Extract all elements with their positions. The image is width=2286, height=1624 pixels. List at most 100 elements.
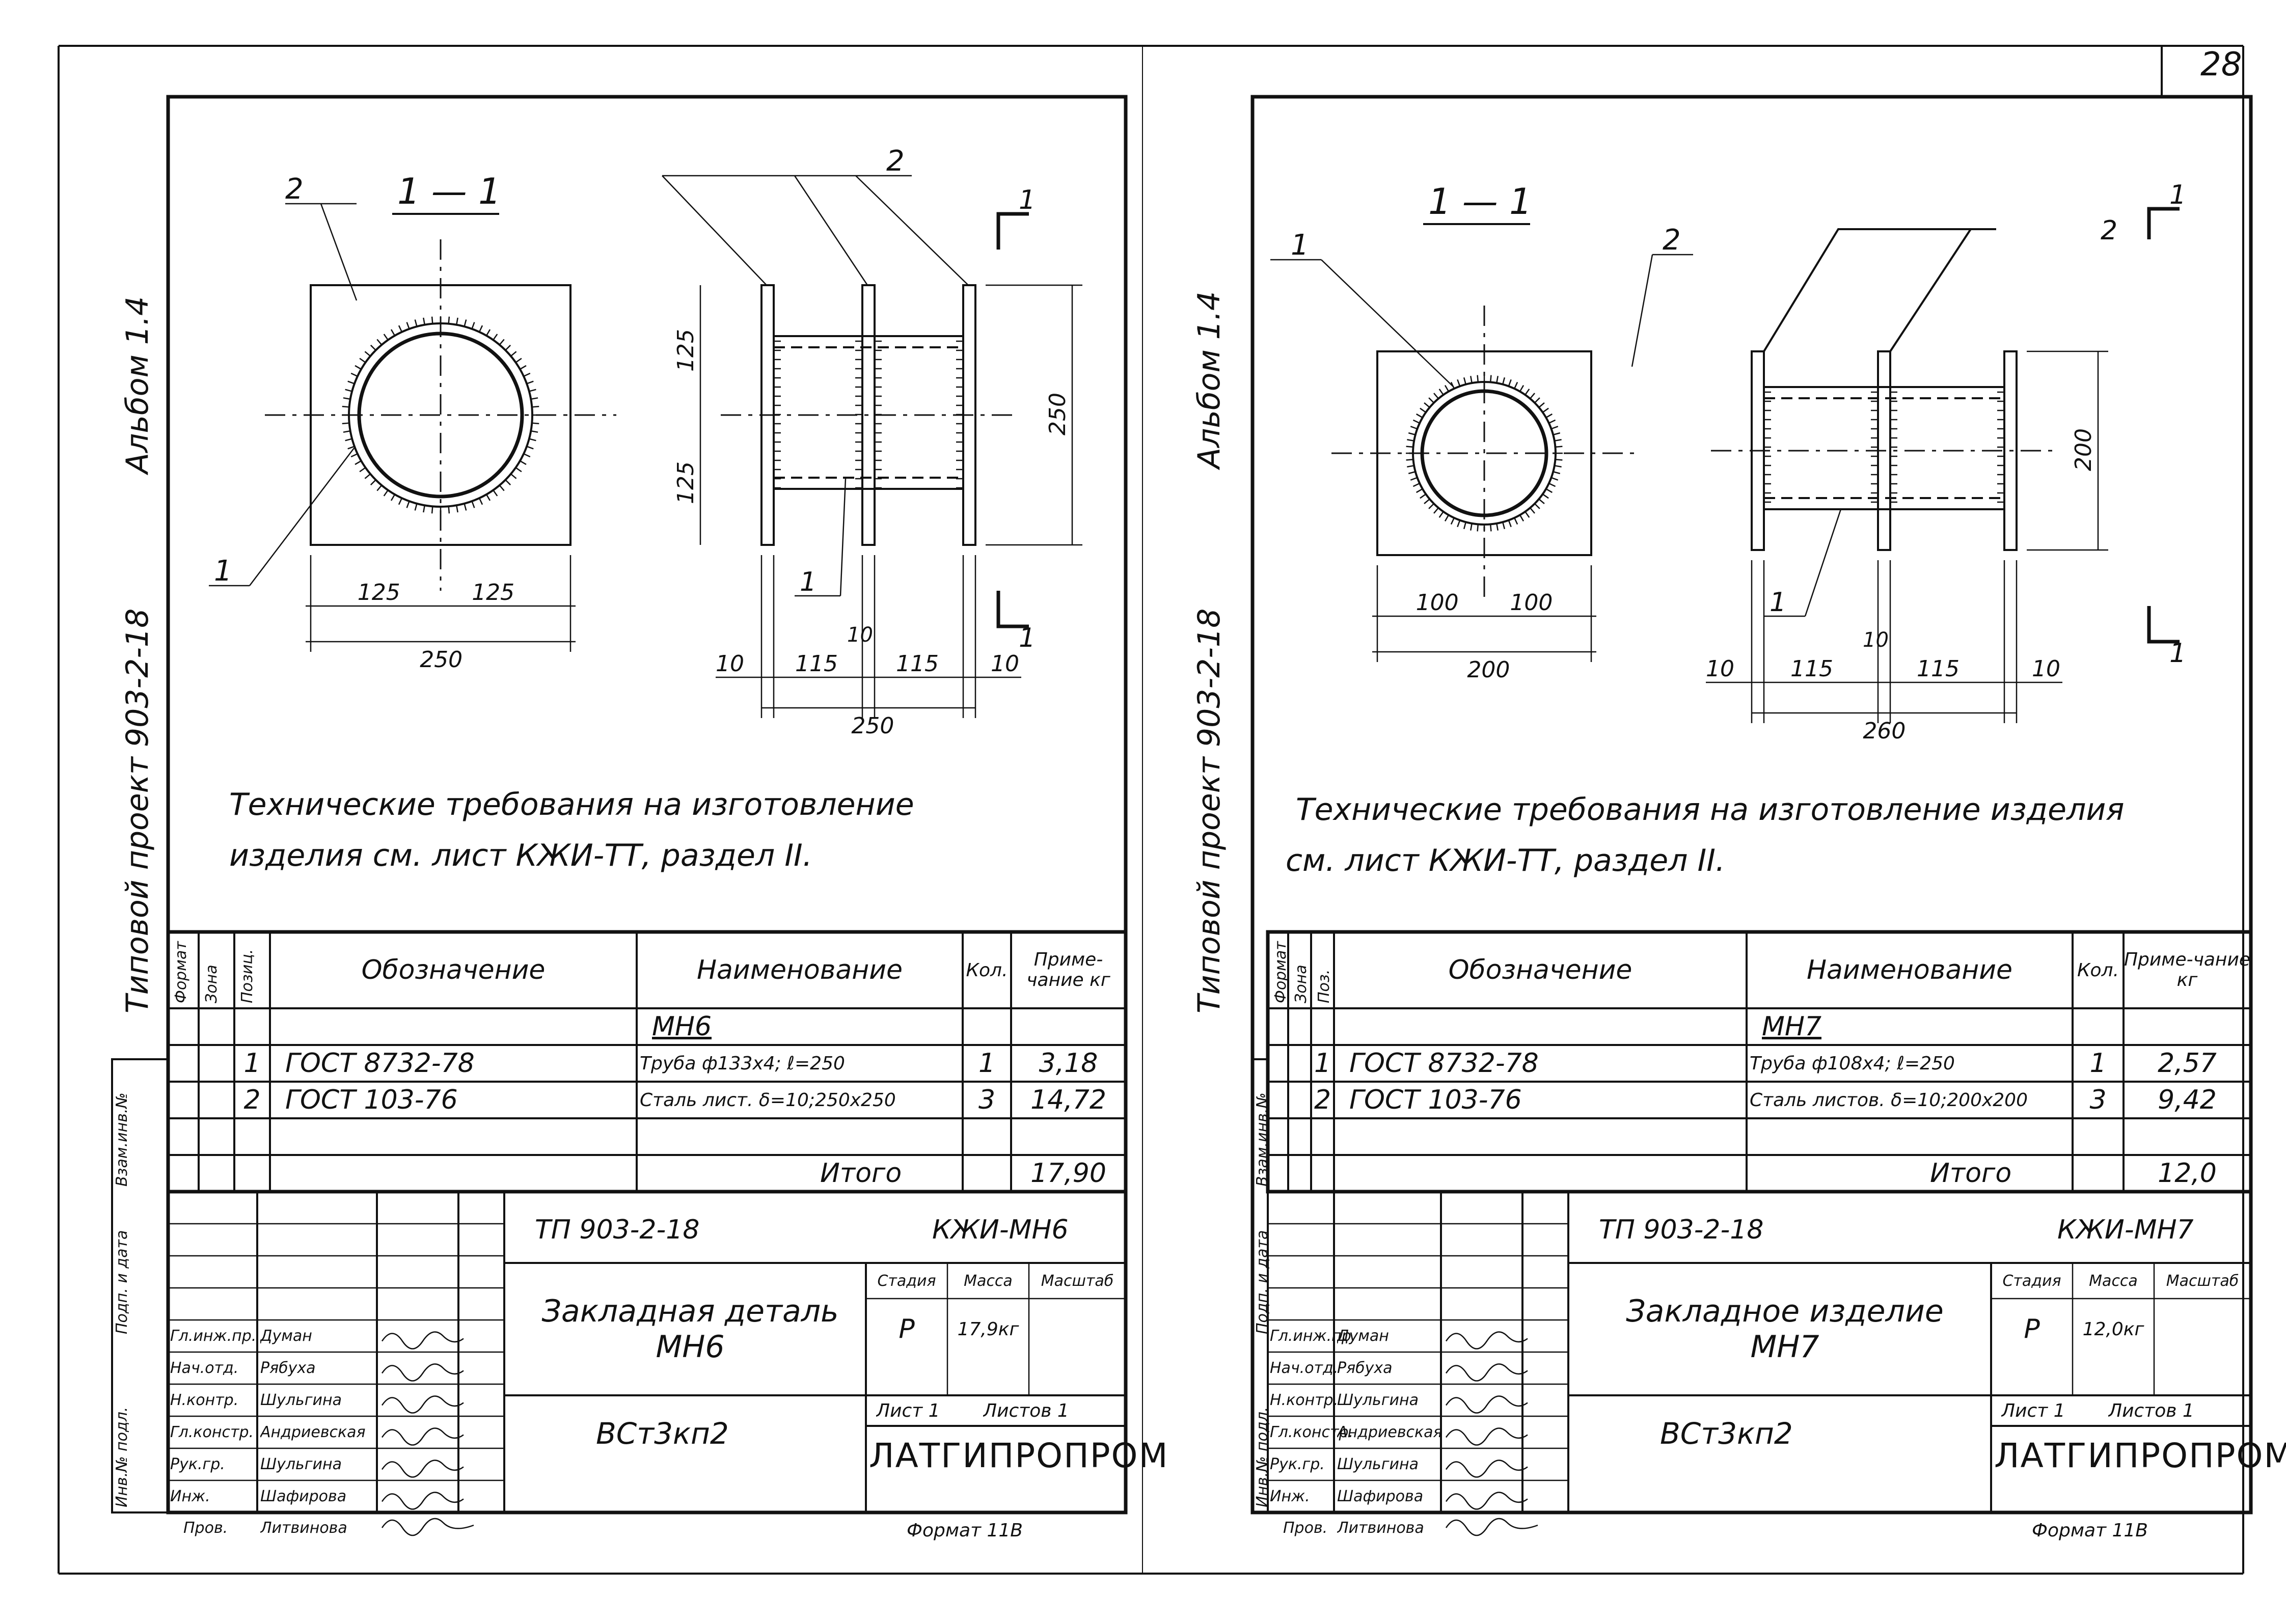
weld-mark <box>355 460 362 465</box>
weld-mark <box>345 389 352 392</box>
weld-mark <box>499 485 505 491</box>
weld-mark <box>342 405 349 408</box>
callout-plate-side: 2 <box>886 145 905 178</box>
left-strip-replace: Взам.инв.№ <box>113 1092 131 1187</box>
weld-mark <box>390 494 396 501</box>
weld-mark <box>1514 517 1518 525</box>
left-strip-frame <box>1251 1058 1269 1513</box>
weld-mark <box>1450 517 1455 525</box>
spec-row-designation: ГОСТ 103-76 <box>285 1085 458 1115</box>
title-person: Шафирова <box>1337 1488 1424 1505</box>
title-role: Гл.констр. <box>170 1423 254 1441</box>
leader-plate <box>662 175 767 286</box>
sheet-frame <box>166 95 1128 1515</box>
signature <box>1445 1395 1528 1414</box>
weld-mark <box>520 365 527 370</box>
col-note-header: Приме-чание кг <box>1026 949 1110 990</box>
weld-mark <box>464 503 467 511</box>
title-role: Гл.инж.пр. <box>170 1327 257 1345</box>
spec-row-mass: 14,72 <box>1030 1085 1106 1115</box>
weld-mark <box>1502 377 1506 385</box>
side-album-label: Альбом 1.4 <box>1191 291 1227 469</box>
weld-mark <box>510 473 517 479</box>
spec-group-label: МН7 <box>1762 1011 1822 1042</box>
left-strip-replace: Взам.инв.№ <box>1254 1092 1271 1187</box>
callout-plate: 2 <box>1663 224 1681 257</box>
weld-mark <box>364 351 371 357</box>
dim-text: 260 <box>1863 718 1906 744</box>
leader-plate <box>855 175 969 286</box>
weld-mark <box>359 467 366 473</box>
spec-row-pos: 1 <box>1314 1048 1331 1079</box>
dim-text: 10 <box>1706 656 1734 682</box>
title-role: Гл.инж.пр. <box>1270 1327 1356 1345</box>
title-organization: ЛАТГИПРОПРОМ <box>869 1436 1169 1475</box>
title-mass-label: Масса <box>2089 1272 2138 1290</box>
callout-pipe: 1 <box>214 555 232 588</box>
weld-mark <box>1551 426 1559 430</box>
sheet-frame <box>1250 95 2253 1515</box>
weld-mark <box>456 317 458 325</box>
weld-mark <box>1534 503 1540 509</box>
signature <box>381 1460 464 1478</box>
left-strip-frame <box>111 1058 169 1513</box>
signature <box>381 1331 464 1350</box>
weld-mark <box>499 339 505 345</box>
leader-pipe <box>839 478 847 596</box>
dim-text: 100 <box>1510 590 1553 616</box>
weld-mark <box>1416 413 1423 419</box>
weld-mark <box>359 357 366 363</box>
title-mass-label: Масса <box>964 1272 1013 1290</box>
title-role: Нач.отд. <box>170 1359 239 1377</box>
weld-mark <box>1554 465 1562 467</box>
spec-row-designation: ГОСТ 103-76 <box>1349 1085 1522 1115</box>
title-checked-role: Пров. <box>1283 1519 1328 1537</box>
weld-mark <box>531 397 538 400</box>
weld-mark <box>1553 432 1561 435</box>
weld-mark <box>1542 493 1549 499</box>
col-pos-header: Позиц. <box>238 949 256 1003</box>
weld-mark <box>1424 499 1430 504</box>
weld-mark <box>1545 413 1553 419</box>
dim-text: 100 <box>1416 590 1459 616</box>
title-checked-person: Литвинова <box>1337 1519 1424 1537</box>
weld-mark <box>1410 477 1418 481</box>
weld-mark <box>1406 458 1413 461</box>
spec-total-value: 12,0 <box>2158 1158 2217 1189</box>
weld-mark <box>1508 520 1512 528</box>
side-project-label: Типовой проект 903-2-18 <box>120 608 155 1013</box>
col-zone-header: Зона <box>203 965 221 1003</box>
col-designation-header: Обозначение <box>361 955 546 985</box>
dim-text: 115 <box>1790 656 1833 682</box>
leader-pipe <box>1804 509 1842 617</box>
spec-row-qty: 1 <box>2089 1048 2107 1079</box>
weld-mark <box>493 334 498 341</box>
title-stage-label: Стадия <box>877 1272 936 1290</box>
weld-mark <box>485 494 491 501</box>
weld-mark <box>423 505 425 513</box>
weld-mark <box>1433 393 1439 399</box>
weld-mark <box>343 397 350 400</box>
dim-text: 125 <box>358 580 400 605</box>
title-sheet-label: Лист 1 <box>876 1400 940 1421</box>
callout-pipe-side: 1 <box>1770 587 1786 618</box>
col-pos-header: Поз. <box>1315 969 1333 1003</box>
weld-mark <box>478 498 483 505</box>
weld-mark <box>532 405 539 408</box>
title-project-code: ТП 903-2-18 <box>1599 1215 1764 1245</box>
weld-mark <box>370 344 376 351</box>
weld-mark <box>532 422 539 425</box>
weld-mark <box>1489 524 1492 532</box>
dim-text: 10 <box>847 623 873 647</box>
weld-mark <box>1457 379 1461 387</box>
weld-mark <box>1424 402 1430 408</box>
weld-mark <box>523 453 531 458</box>
title-project-code: ТП 903-2-18 <box>535 1215 700 1245</box>
side-album-label: Альбом 1.4 <box>120 296 155 474</box>
title-role: Инж. <box>170 1488 210 1505</box>
spec-row-pos: 1 <box>243 1048 261 1079</box>
spec-row-name: Труба ф133х4; ℓ=250 <box>640 1053 845 1074</box>
spec-row-name: Сталь лист. δ=10;250х250 <box>640 1089 896 1111</box>
plate-top-edge <box>1763 228 1996 352</box>
col-qty-header: Кол. <box>2077 959 2119 981</box>
